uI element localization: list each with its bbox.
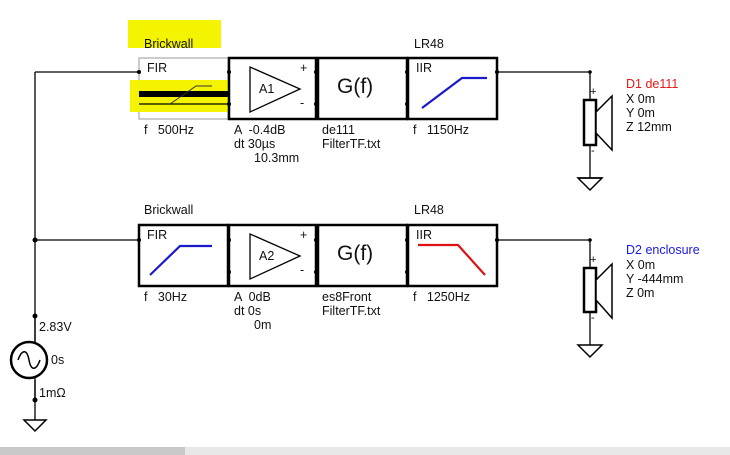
transfer-function-2-block[interactable] (316, 223, 409, 288)
fir1-frequency: f 500Hz (144, 123, 195, 137)
port-dot (227, 102, 231, 106)
iir2-tag: IIR (416, 228, 432, 242)
driver2-plus: + (590, 254, 597, 266)
amplifier-a2-block[interactable] (227, 223, 318, 288)
amp2-delay: dt 0s (234, 304, 262, 318)
amplifier-a1-block[interactable] (227, 56, 318, 121)
amp2-plus: + (300, 228, 308, 242)
junction-dot (32, 397, 38, 403)
driver1-y: Y 0m (626, 106, 655, 120)
port-dot (405, 70, 409, 74)
driver-d2-speaker-icon[interactable] (582, 262, 613, 320)
port-dot (227, 70, 231, 74)
ground-icon (22, 419, 48, 433)
amp1-minus: - (300, 96, 305, 110)
driver2-y: Y -444mm (626, 272, 684, 286)
amp2-distance: 0m (254, 318, 272, 332)
port-dot (137, 238, 141, 242)
iir1-frequency: f 1150Hz (413, 123, 470, 137)
amp1-gain: A -0.4dB (234, 123, 286, 137)
tf1-name: de111 (322, 123, 355, 137)
driver2-z: Z 0m (626, 286, 655, 300)
amp1-distance: 10.3mm (254, 151, 300, 165)
port-dot (495, 238, 499, 242)
driver-d1-speaker-icon[interactable] (582, 94, 613, 152)
fir1-block[interactable] (130, 57, 233, 120)
port-dot (314, 102, 318, 106)
port-dot (405, 270, 409, 274)
driver2-x: X 0m (626, 258, 656, 272)
driver1-plus: + (590, 86, 597, 98)
amp1-delay: dt 30µs (234, 137, 276, 151)
tf2-file: FilterTF.txt (322, 304, 381, 318)
port-dot (405, 238, 409, 242)
port-dot (137, 70, 141, 74)
port-dot (314, 238, 318, 242)
driver1-minus: - (591, 145, 595, 157)
tf2-name: es8Front (322, 290, 372, 304)
iir2-frequency: f 1250Hz (413, 290, 470, 304)
tf1-symbol: G(f) (337, 75, 374, 98)
port-dot (405, 102, 409, 106)
source-impedance: 1mΩ (39, 386, 66, 400)
port-dot (314, 70, 318, 74)
transfer-function-1-block[interactable] (316, 56, 409, 121)
port-dot (495, 70, 499, 74)
fir2-tag: FIR (147, 228, 168, 242)
port-dot (227, 238, 231, 242)
voltage-source-icon[interactable] (9, 340, 49, 380)
amp2-id: A2 (259, 249, 275, 263)
driver2-minus: - (591, 312, 595, 324)
amp2-gain: A 0dB (234, 290, 271, 304)
port-dot (314, 270, 318, 274)
junction-dot (32, 237, 38, 243)
source-delay: 0s (51, 353, 65, 367)
iir2-block[interactable] (406, 223, 499, 288)
tf2-symbol: G(f) (337, 242, 374, 265)
scrollbar-thumb[interactable] (0, 447, 185, 455)
fir2-frequency: f 30Hz (144, 290, 188, 304)
driver1-x: X 0m (626, 92, 656, 106)
tf1-file: FilterTF.txt (322, 137, 381, 151)
amp1-id: A1 (259, 82, 275, 96)
driver1-z: Z 12mm (626, 120, 672, 134)
ground-icon (576, 177, 604, 192)
amp2-minus: - (300, 263, 305, 277)
highlight-brickwall-label (128, 20, 221, 48)
junction-dot (588, 70, 592, 74)
fir2-block[interactable] (137, 223, 230, 288)
iir2-group-label: LR48 (414, 203, 444, 217)
iir1-group-label: LR48 (414, 37, 444, 51)
ground-icon (576, 344, 604, 359)
driver2-name: D2 enclosure (626, 243, 700, 257)
port-dot (227, 270, 231, 274)
fir2-group-label: Brickwall (144, 203, 194, 217)
fir1-tag: FIR (147, 61, 168, 75)
iir1-tag: IIR (416, 61, 432, 75)
fir1-group-label: Brickwall (144, 37, 194, 51)
horizontal-scrollbar[interactable] (0, 447, 730, 455)
source-voltage: 2.83V (39, 320, 72, 334)
driver1-name: D1 de111 (626, 77, 679, 91)
amp1-plus: + (300, 61, 308, 75)
iir1-block[interactable] (406, 56, 499, 121)
junction-dot (588, 238, 592, 242)
